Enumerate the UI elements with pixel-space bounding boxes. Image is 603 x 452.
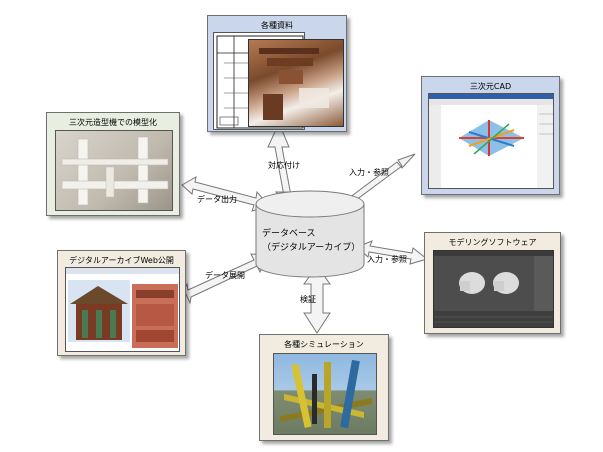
arrow-label-data-output: データ出力 <box>197 195 237 204</box>
arrow-label-verification: 検証 <box>300 295 316 304</box>
panel-materials: 各種資料 <box>207 15 347 132</box>
panel-materials-title: 各種資料 <box>261 21 293 30</box>
panel-cad: 三次元CAD <box>421 76 560 195</box>
database-cylinder <box>255 190 365 278</box>
cad-screenshot <box>428 93 554 189</box>
modeling-screenshot <box>433 250 554 328</box>
panel-model3d-title: 三次元造型機での模型化 <box>69 118 157 127</box>
panel-cad-title: 三次元CAD <box>469 82 512 91</box>
database-label-line2: （デジタルアーカイブ） <box>262 243 361 253</box>
panel-simulation: 各種シミュレーション <box>259 334 389 441</box>
model3d-photo <box>55 130 173 211</box>
arrow-label-io-right: 入力・参照 <box>367 255 407 264</box>
arrow-verification <box>303 265 331 334</box>
arrow-label-correspondence: 対応付け <box>268 161 300 170</box>
arrow-label-data-deploy: データ展開 <box>205 271 245 280</box>
database-label-line1: データベース <box>262 229 316 239</box>
panel-model3d: 三次元造型機での模型化 <box>46 112 180 216</box>
web-screenshot <box>65 267 180 352</box>
simulation-render <box>273 353 377 435</box>
materials-photo <box>248 39 344 127</box>
panel-web-title: デジタルアーカイブWeb公開 <box>69 256 174 265</box>
panel-simulation-title: 各種シミュレーション <box>284 340 364 349</box>
panel-web: デジタルアーカイブWeb公開 <box>57 250 186 356</box>
panel-modeling-title: モデリングソフトウェア <box>448 238 537 247</box>
panel-modeling: モデリングソフトウェア <box>424 232 561 334</box>
arrow-label-io-top: 入力・参照 <box>349 168 389 177</box>
